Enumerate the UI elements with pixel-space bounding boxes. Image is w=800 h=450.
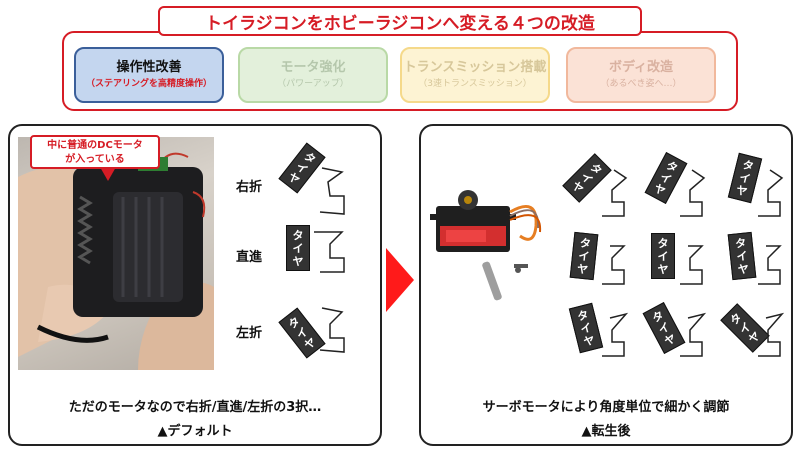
upgraded-subcaption: ▲転生後 xyxy=(581,424,631,439)
callout-pointer xyxy=(100,167,116,181)
servo-linkage-diagram xyxy=(602,169,785,357)
upgraded-panel xyxy=(419,124,793,446)
direction-left-label: 左折 xyxy=(236,326,263,341)
tire-straight: タイヤ xyxy=(286,225,310,271)
mod-subtitle: （あるべき姿へ…） xyxy=(600,79,682,89)
tire-char: ヤ xyxy=(292,254,304,268)
direction-right-label: 右折 xyxy=(236,180,263,195)
mod-subtitle: （パワーアップ） xyxy=(277,79,349,89)
motor-callout: 中に普通のDCモータ が入っている xyxy=(30,135,160,169)
tire-char: イ xyxy=(292,241,304,255)
tire-char: ヤ xyxy=(657,262,669,276)
steering-linkage-diagram xyxy=(314,167,345,353)
servo-motor-image xyxy=(430,190,542,301)
mod-title: トランスミッション搭載 xyxy=(403,60,547,75)
rc-car-motor-photo xyxy=(18,137,214,370)
tire-text: タイヤ xyxy=(293,229,304,268)
default-subcaption: ▲デフォルト xyxy=(157,424,233,439)
direction-straight-label: 直進 xyxy=(236,250,263,265)
tire-char: ヤ xyxy=(576,261,589,276)
mod-subtitle: （ステアリングを高精度操作） xyxy=(85,79,212,89)
page-title: トイラジコンをホビーラジコンへ変える４つの改造 xyxy=(158,6,642,36)
tire-text: タイヤ xyxy=(658,237,669,276)
right-arrow-icon xyxy=(386,248,414,312)
mod-title: ボディ改造 xyxy=(608,60,674,75)
mod-operability[interactable]: 操作性改善 （ステアリングを高精度操作） xyxy=(74,47,224,103)
mod-title: 操作性改善 xyxy=(116,60,182,75)
tire-char: タ xyxy=(292,228,304,242)
mod-subtitle: （3速トランスミッション） xyxy=(418,79,532,89)
mod-transmission[interactable]: トランスミッション搭載 （3速トランスミッション） xyxy=(400,47,550,103)
mod-motor[interactable]: モータ強化 （パワーアップ） xyxy=(238,47,388,103)
tire-char: イ xyxy=(577,248,591,264)
upgraded-caption: サーボモータにより角度単位で細かく調節 xyxy=(482,400,730,415)
callout-line2: が入っている xyxy=(65,154,125,165)
default-caption: ただのモータなので右折/直進/左折の3択… xyxy=(68,400,322,415)
mod-body[interactable]: ボディ改造 （あるべき姿へ…） xyxy=(566,47,716,103)
mod-title: モータ強化 xyxy=(280,60,346,75)
tire-angle: タイヤ xyxy=(651,233,675,279)
photo-illustration xyxy=(18,152,214,370)
callout-line1: 中に普通のDCモータ xyxy=(47,140,143,151)
tire-char: タ xyxy=(657,236,669,250)
tire-char: イ xyxy=(657,249,669,263)
